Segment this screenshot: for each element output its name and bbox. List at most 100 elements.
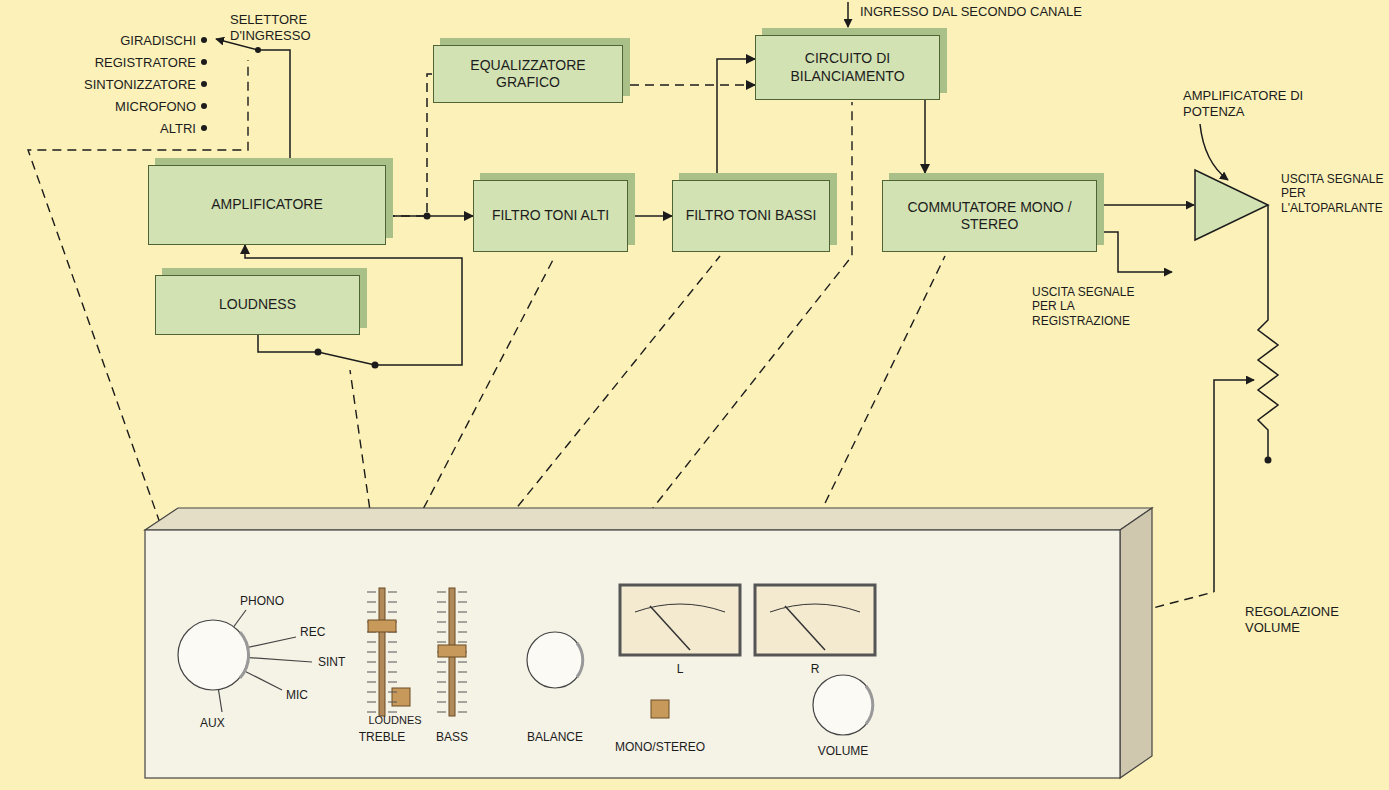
wiper-arrow	[1214, 380, 1254, 592]
input-arrow	[847, 2, 849, 27]
front-panel	[145, 508, 1152, 778]
slider-tick	[458, 662, 467, 663]
slider-tick	[367, 692, 376, 693]
slider-tick	[437, 642, 446, 643]
amplifier-symbol	[1195, 170, 1268, 240]
block-label: FILTRO TONI ALTI	[492, 207, 609, 225]
slider-tick	[458, 612, 467, 613]
signal-connector	[924, 100, 926, 173]
slider-tick	[437, 682, 446, 683]
signal-connector	[386, 74, 432, 216]
slider-tick	[388, 642, 397, 643]
selector-contact	[201, 103, 207, 109]
slider-tick	[458, 622, 467, 623]
panel-top	[145, 508, 1152, 530]
selector-contact	[201, 125, 207, 131]
panel-label: MONO/STEREO	[615, 740, 705, 754]
meter-scale	[635, 604, 725, 612]
meter-scale	[770, 604, 860, 612]
annotation-label: AMPLIFICATORE DI POTENZA	[1183, 88, 1313, 119]
slider-tick	[367, 602, 376, 603]
knob-shade	[577, 643, 583, 677]
annotation-label: ALTRI	[160, 121, 196, 137]
slider-tick	[388, 682, 397, 683]
panel-label: BALANCE	[527, 730, 583, 744]
annotation-label: GIRADISCHI	[120, 33, 196, 49]
meter-needle	[785, 606, 825, 650]
slider-tick	[458, 702, 467, 703]
slider-tick	[458, 672, 467, 673]
annotation-label: SINTONIZZATORE	[84, 77, 196, 93]
panel-label: AUX	[200, 716, 225, 730]
knob	[178, 620, 248, 690]
knob	[813, 675, 873, 735]
terminal-dot	[1265, 457, 1272, 464]
annotation-label: INGRESSO DAL SECONDO CANALE	[860, 4, 1082, 20]
slider-tick	[458, 642, 467, 643]
block-box: FILTRO TONI ALTI	[473, 180, 628, 252]
slider-tick	[437, 612, 446, 613]
signal-connector	[717, 59, 755, 173]
selector-contact	[201, 59, 207, 65]
block-box: AMPLIFICATORE	[148, 165, 386, 245]
signal-connector	[386, 215, 473, 217]
slider-tick	[367, 662, 376, 663]
block-label: CIRCUITO DI BILANCIAMENTO	[766, 50, 929, 85]
panel-label: VOLUME	[818, 744, 869, 758]
annotation-label: USCITA SEGNALE PER L'ALTOPARLANTE	[1281, 172, 1385, 215]
balance-knob	[527, 632, 583, 688]
slider-tick	[367, 672, 376, 673]
annotation-label: MICROFONO	[115, 99, 196, 115]
slider-tick	[458, 602, 467, 603]
panel-label: L	[677, 662, 684, 676]
sliders	[367, 588, 467, 716]
wires	[216, 2, 1278, 592]
block-box: COMMUTATORE MONO / STEREO	[882, 180, 1097, 252]
annotation-label: REGISTRATORE	[95, 55, 196, 71]
level-meters	[620, 585, 875, 655]
slider-tick	[388, 712, 397, 713]
knob-shade	[240, 632, 249, 678]
selector-pivot	[255, 47, 261, 53]
panel-label: LOUDNES	[368, 714, 421, 727]
panel-label: R	[811, 662, 820, 676]
slider-tick	[458, 682, 467, 683]
panel-label: REC	[300, 625, 325, 639]
slider-tick	[437, 602, 446, 603]
slider-tick	[437, 592, 446, 593]
signal-connector	[635, 215, 672, 217]
block-label: AMPLIFICATORE	[211, 196, 323, 214]
block-label: COMMUTATORE MONO / STEREO	[893, 199, 1086, 234]
slider-tick	[388, 662, 397, 663]
slider-tick	[388, 702, 397, 703]
slider-tick	[367, 652, 376, 653]
slider-tick	[367, 612, 376, 613]
panel-front	[145, 530, 1120, 778]
slider-tick	[437, 692, 446, 693]
meter-needle	[650, 606, 690, 650]
slider-tick	[388, 602, 397, 603]
slider-tick	[458, 712, 467, 713]
panel-label: BASS	[436, 730, 468, 744]
slider-tick	[367, 642, 376, 643]
slider-tick	[437, 632, 446, 633]
slider-tick	[388, 592, 397, 593]
output-arrow	[1104, 232, 1172, 272]
knob-shade	[866, 686, 873, 724]
block-box: EQUALIZZATORE GRAFICO	[433, 45, 623, 103]
loudness-button	[392, 688, 410, 706]
slider-tick	[367, 682, 376, 683]
slider-tick	[437, 622, 446, 623]
block-box: FILTRO TONI BASSI	[672, 180, 830, 252]
selector-contact	[201, 81, 207, 87]
slider-tick	[367, 702, 376, 703]
block-label: EQUALIZZATORE GRAFICO	[444, 57, 612, 92]
slider-track	[379, 588, 385, 716]
annotation-label: REGOLAZIONE VOLUME	[1245, 604, 1360, 635]
terminals	[201, 37, 1272, 464]
slider-knob	[368, 620, 396, 632]
slider-tick	[437, 712, 446, 713]
knob	[527, 632, 583, 688]
slider-tick	[458, 592, 467, 593]
